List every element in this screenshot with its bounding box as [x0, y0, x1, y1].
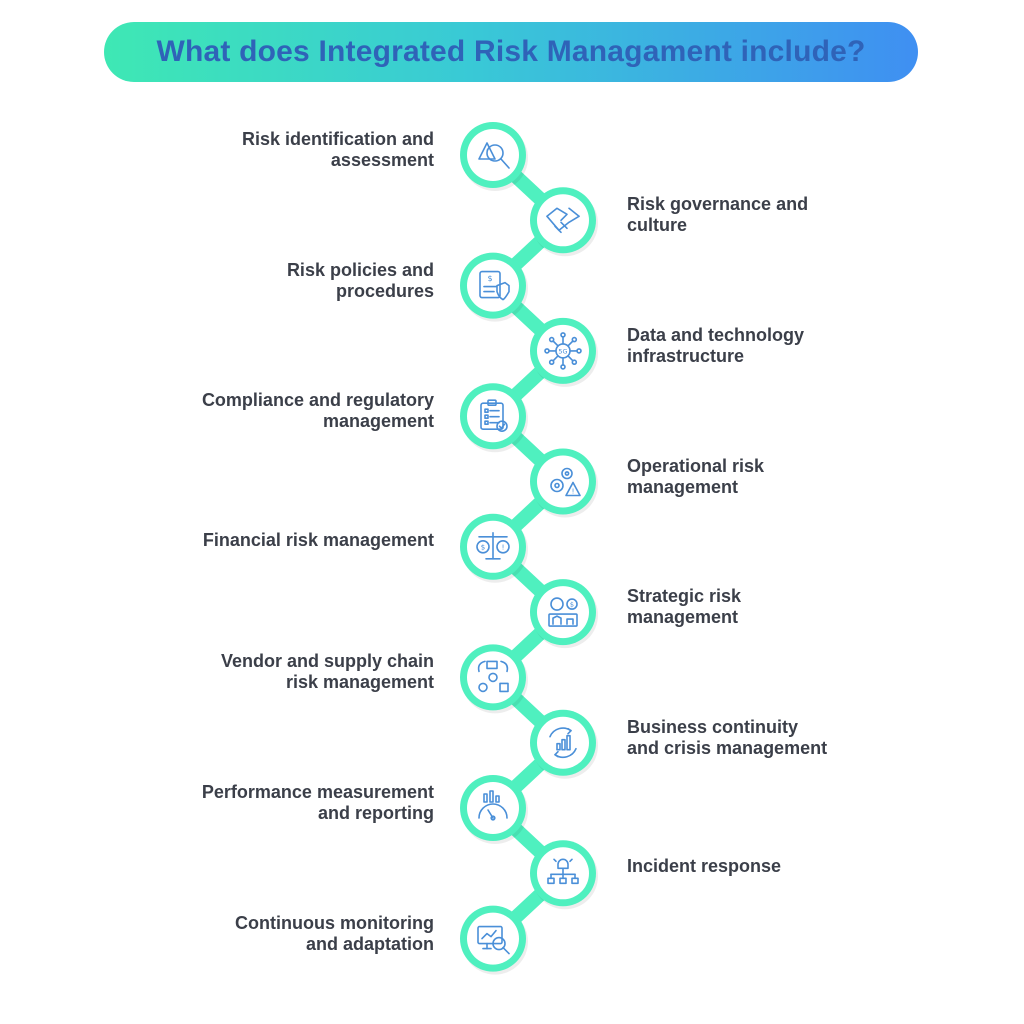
step-label-line: management — [627, 476, 739, 497]
step-label-line: risk management — [285, 672, 434, 693]
handshake-icon — [546, 207, 580, 234]
title-banner: What does Integrated Risk Managament inc… — [104, 22, 918, 82]
step-label-line: Risk governance and — [627, 194, 809, 215]
alarm-hierarchy-icon — [547, 858, 579, 885]
svg-text:5G: 5G — [558, 347, 567, 355]
step-node: 5G — [530, 317, 598, 387]
step-label: Financial risk management — [203, 530, 434, 551]
step-label-line: and crisis management — [627, 737, 828, 758]
monitor-magnifier-icon — [477, 925, 510, 955]
policy-document-shield-icon: $ — [479, 270, 510, 301]
warning-magnifier-icon: ! — [478, 142, 510, 169]
chain-nodes: !$5G!$!$ — [460, 122, 598, 975]
step-node — [530, 840, 598, 910]
step-label-line: Compliance and regulatory — [201, 390, 434, 411]
supply-chain-cycle-icon — [477, 660, 509, 693]
node-face — [467, 912, 519, 965]
balance-scale-icon: $! — [476, 531, 510, 560]
step-label-line: Business continuity — [627, 716, 799, 737]
step-label-line: Incident response — [627, 856, 782, 877]
step-label-line: Risk policies and — [286, 259, 434, 280]
step-node: ! — [460, 122, 528, 191]
step-label-line: management — [322, 411, 434, 432]
step-node — [460, 905, 528, 975]
svg-text:$: $ — [570, 601, 574, 609]
step-label-line: Data and technology — [627, 324, 805, 345]
svg-text:!: ! — [502, 543, 505, 551]
checklist-clipboard-icon — [480, 399, 508, 433]
step-label-line: Vendor and supply chain — [220, 651, 434, 672]
strategy-chess-icon: $ — [548, 597, 578, 627]
step-label-line: culture — [627, 215, 688, 236]
gauge-chart-icon — [478, 790, 508, 821]
step-label: Incident response — [627, 856, 781, 877]
step-node: $ — [460, 252, 528, 322]
svg-text:$: $ — [481, 543, 485, 551]
step-label-line: procedures — [335, 280, 434, 301]
step-node — [530, 709, 598, 779]
step-node — [460, 775, 528, 844]
step-label-line: and reporting — [318, 803, 434, 823]
node-face — [467, 259, 519, 312]
step-label-line: Financial risk management — [202, 529, 434, 550]
svg-text:$: $ — [487, 274, 492, 283]
step-label-line: management — [627, 607, 739, 628]
step-label-line: Continuous monitoring — [235, 912, 434, 933]
gears-warning-icon: ! — [550, 467, 581, 497]
node-face — [537, 194, 589, 247]
network-5g-icon: 5G — [544, 332, 582, 370]
step-node — [460, 644, 528, 714]
step-label-line: Strategic risk — [627, 586, 742, 607]
step-label-line: and adaptation — [305, 933, 434, 954]
step-node: $! — [460, 513, 528, 583]
step-label-line: Performance measurement — [201, 782, 434, 802]
node-face — [537, 586, 589, 639]
svg-text:!: ! — [572, 488, 575, 496]
step-label-line: assessment — [330, 150, 434, 170]
step-label-line: Operational risk — [627, 455, 765, 476]
growth-chart-cycle-icon — [549, 727, 577, 759]
step-node — [460, 383, 528, 453]
node-face — [537, 716, 589, 769]
step-label-line: Risk identification and — [241, 129, 434, 149]
node-face — [467, 782, 519, 834]
node-face — [537, 455, 589, 508]
step-node: $ — [530, 579, 598, 649]
step-node — [530, 187, 598, 257]
step-node: ! — [530, 448, 598, 518]
node-face — [467, 651, 519, 704]
step-label-line: infrastructure — [627, 345, 745, 366]
page-title: What does Integrated Risk Managament inc… — [156, 35, 866, 68]
